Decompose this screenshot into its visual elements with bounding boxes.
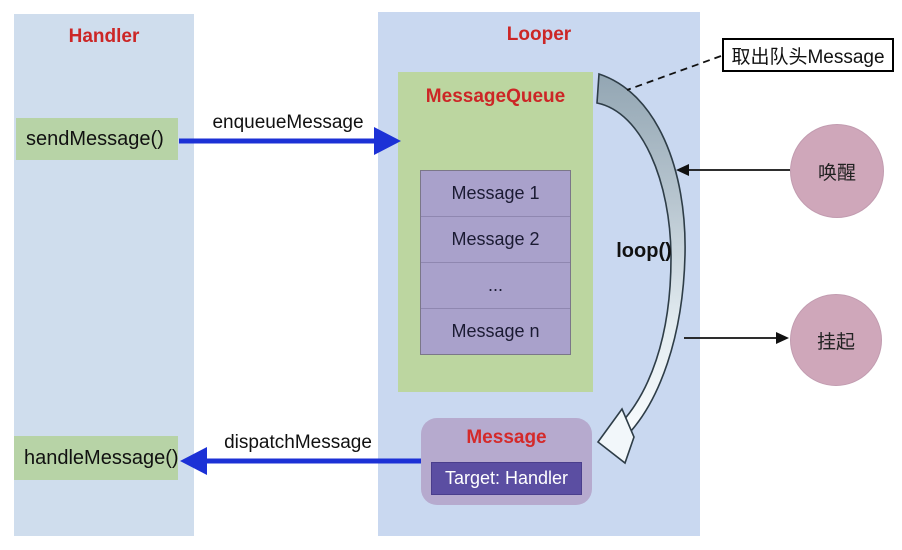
handle-message-box: handleMessage() bbox=[14, 436, 179, 480]
dequeue-note-box: 取出队头Message bbox=[722, 38, 894, 72]
queue-row-message-2: Message 2 bbox=[421, 217, 570, 263]
message-card: Message Target: Handler bbox=[421, 418, 592, 505]
target-handler-box: Target: Handler bbox=[431, 462, 582, 495]
suspend-circle: 挂起 bbox=[790, 294, 882, 386]
wake-circle: 唤醒 bbox=[790, 124, 884, 218]
loop-label: loop() bbox=[616, 240, 672, 262]
message-card-title: Message bbox=[466, 427, 547, 448]
dispatch-message-label: dispatchMessage bbox=[224, 432, 372, 453]
queue-row-message-1: Message 1 bbox=[421, 171, 570, 217]
queue-row-ellipsis: ... bbox=[421, 263, 570, 309]
message-queue-title: MessageQueue bbox=[425, 86, 566, 107]
enqueue-message-label: enqueueMessage bbox=[212, 112, 364, 133]
handler-title: Handler bbox=[68, 26, 140, 47]
queue-row-message-n: Message n bbox=[421, 309, 570, 354]
message-queue-panel: MessageQueue Message 1 Message 2 ... Mes… bbox=[398, 72, 593, 392]
message-stack: Message 1 Message 2 ... Message n bbox=[420, 170, 571, 355]
looper-title: Looper bbox=[506, 24, 572, 45]
send-message-box: sendMessage() bbox=[16, 118, 178, 160]
